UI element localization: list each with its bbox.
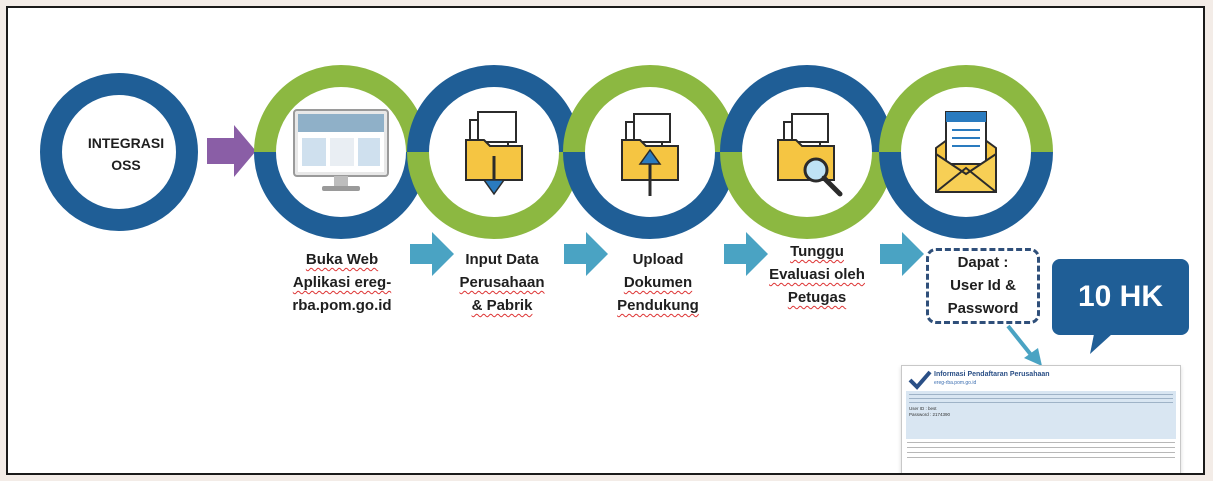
- step-label-2: Input Data Perusahaan & Pabrik: [442, 248, 562, 317]
- step-label-5-line2: User Id &: [950, 277, 1016, 294]
- step-label-4-line1: Tunggu: [790, 243, 844, 260]
- email-preview-password-value: : 2174390: [930, 412, 951, 417]
- step-arrow-3: [724, 232, 768, 276]
- email-preview-text-lines: [909, 394, 1173, 406]
- step-ring-1: [254, 65, 428, 239]
- step-label-5-line3: Password: [947, 300, 1019, 317]
- checkmark-logo-icon: [908, 370, 932, 390]
- step-ring-4: [720, 65, 894, 239]
- step-label-4-line2: Evaluasi oleh: [769, 266, 865, 283]
- email-preview-body: User ID : best Password : 2174390: [906, 391, 1176, 439]
- step-label-1: Buka Web Aplikasi ereg- rba.pom.go.id: [272, 248, 412, 317]
- badge-tail: [1090, 334, 1112, 354]
- email-preview-user-value: : best: [925, 406, 937, 411]
- connector-line: [1006, 324, 1034, 358]
- duration-badge: 10 HK: [1052, 259, 1189, 335]
- step-arrow-4: [880, 232, 924, 276]
- credentials-callout: [926, 248, 1040, 324]
- step-arrow-1: [410, 232, 454, 276]
- step-label-4-line3: Petugas: [787, 289, 847, 306]
- email-preview-user-row: User ID : best: [909, 406, 1173, 412]
- monitor-icon: [293, 109, 389, 191]
- folder-download-icon: [465, 111, 523, 196]
- connector-arrowhead: [1024, 348, 1042, 366]
- email-preview-footer-lines: [907, 442, 1175, 458]
- folder-upload-icon: [621, 113, 679, 196]
- step-ring-2: [407, 65, 581, 239]
- start-arrow: [207, 125, 256, 177]
- start-label-line2: OSS: [111, 157, 141, 173]
- step-label-3: Upload Dokumen Pendukung: [598, 248, 718, 317]
- mail-icon: [935, 111, 997, 193]
- start-label-line1: INTEGRASI: [87, 135, 165, 151]
- step-label-3-line1: Upload: [632, 251, 684, 268]
- step-label-5-line1: Dapat :: [957, 254, 1009, 271]
- step-label-2-line2: Perusahaan: [459, 274, 545, 291]
- step-label-2-line3: & Pabrik: [471, 297, 533, 314]
- email-preview-password-row: Password : 2174390: [909, 412, 1173, 418]
- email-preview-subtitle: ereg-rba.pom.go.id: [934, 380, 977, 386]
- step-ring-3: [563, 65, 737, 239]
- step-label-5: Dapat : User Id & Password: [926, 251, 1040, 320]
- step-label-2-line1: Input Data: [465, 251, 539, 268]
- step-label-3-line3: Pendukung: [617, 297, 699, 314]
- diagram-frame: INTEGRASI OSS Buka Web Aplikasi ereg- rb…: [6, 6, 1205, 475]
- step-arrow-2: [564, 232, 608, 276]
- folder-search-icon: [777, 113, 843, 197]
- email-preview-title: Informasi Pendaftaran Perusahaan: [934, 371, 1050, 378]
- start-circle: [40, 73, 198, 231]
- step-label-1-line1: Buka Web: [305, 251, 379, 268]
- email-preview-password-label: Password: [909, 412, 929, 417]
- step-label-1-line3: rba.pom.go.id: [292, 297, 392, 314]
- email-preview: Informasi Pendaftaran Perusahaan ereg-rb…: [901, 365, 1181, 473]
- step-label-4: Tunggu Evaluasi oleh Petugas: [754, 240, 880, 309]
- step-label-1-line2: Aplikasi ereg-: [292, 274, 392, 291]
- step-label-3-line2: Dokumen: [623, 274, 693, 291]
- email-preview-footer: [902, 439, 1180, 461]
- step-ring-5: [879, 65, 1053, 239]
- email-preview-user-label: User ID: [909, 406, 925, 411]
- start-label: INTEGRASI OSS: [76, 132, 176, 176]
- flow-diagram: [40, 65, 1112, 366]
